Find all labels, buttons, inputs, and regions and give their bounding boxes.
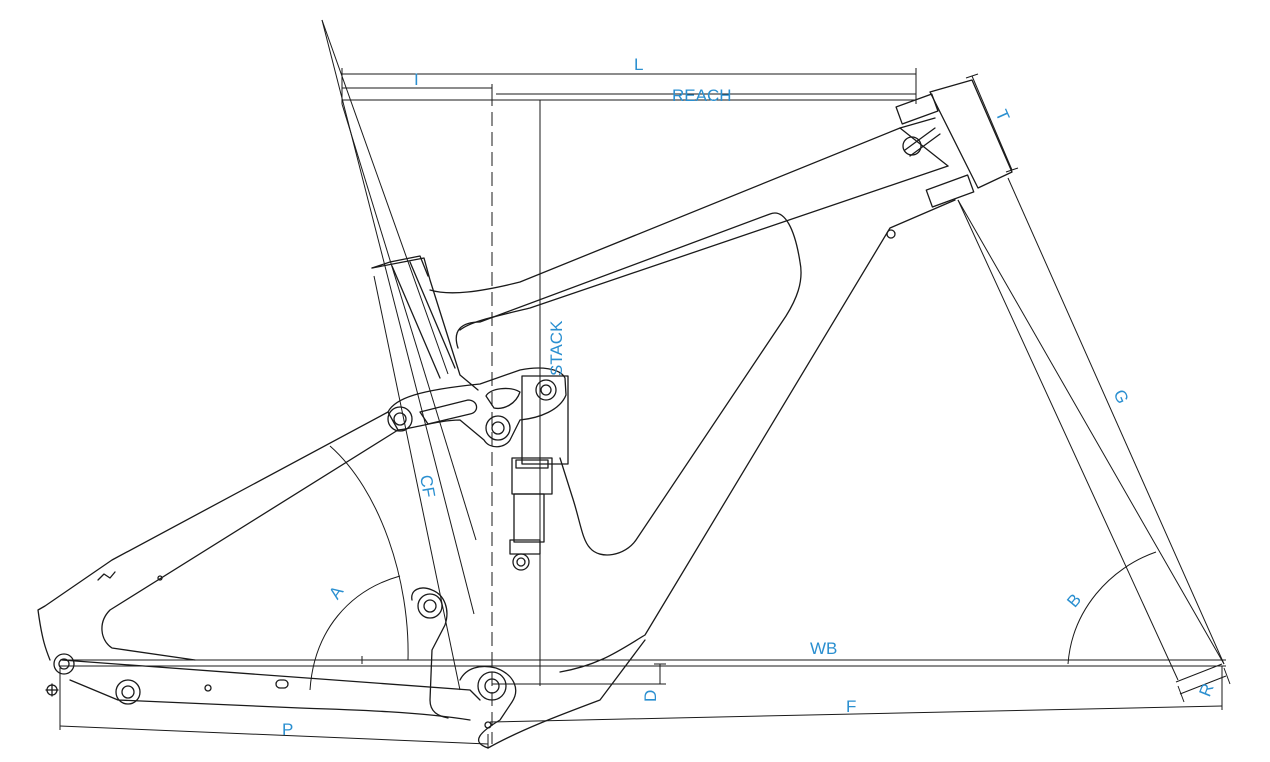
fork-axis xyxy=(957,199,1225,665)
dimension-lines xyxy=(59,19,1231,748)
headset-lower-cup xyxy=(925,174,975,208)
rocker-slot xyxy=(419,399,478,425)
dim-CF xyxy=(373,275,461,691)
rear-axle-inner xyxy=(58,658,70,670)
label-stack: STACK xyxy=(547,320,566,376)
label-F: F xyxy=(846,697,856,716)
label-WB: WB xyxy=(810,639,837,658)
main-pivot-outer xyxy=(417,593,443,619)
angle-A-arc-inner xyxy=(309,575,401,691)
rear-axle-outer xyxy=(53,653,75,675)
top-tube-lower-edge xyxy=(459,165,949,331)
rocker-shock-mount-inner xyxy=(491,421,505,435)
seat-angle-line-2 xyxy=(321,19,449,375)
dim-R-tick-right xyxy=(1223,667,1231,685)
bb-shell-outline xyxy=(459,665,517,749)
head-tube xyxy=(929,79,1013,189)
rocker-window xyxy=(485,387,521,410)
down-tube xyxy=(559,199,956,673)
seat-stay-bridge xyxy=(97,571,116,581)
label-T: T xyxy=(992,107,1014,124)
chain-stay-bolt xyxy=(204,684,212,692)
seat-stay-inner xyxy=(101,429,399,661)
seat-stay-bolt xyxy=(157,575,163,581)
label-B: B xyxy=(1063,590,1085,611)
dim-T-tick-top xyxy=(965,73,979,79)
dim-P xyxy=(59,725,489,745)
shock-lower-eye-outer xyxy=(512,553,530,571)
frame-outline xyxy=(37,79,1013,749)
main-pivot-inner xyxy=(423,599,437,613)
fork-axis-2 xyxy=(957,199,1179,681)
fork-offset-line xyxy=(1175,663,1223,683)
cable-port-line-1 xyxy=(904,127,936,151)
seat-angle-line xyxy=(321,19,475,615)
down-tube-port xyxy=(886,229,896,239)
label-I: I xyxy=(414,70,419,89)
angle-B-arc xyxy=(1067,551,1157,665)
headset-upper-cup xyxy=(895,93,939,125)
shock-lower-eye-inner xyxy=(516,557,526,567)
seat-stay xyxy=(37,411,389,661)
shock-top-eye-inner xyxy=(540,384,552,396)
seat-tube-front xyxy=(391,265,441,379)
bb-port xyxy=(484,721,492,729)
label-CF: CF xyxy=(416,473,439,499)
shock-can-band xyxy=(515,459,549,469)
angle-A-arc-outer xyxy=(329,445,409,661)
shock-shaft xyxy=(513,493,545,543)
shock-body xyxy=(521,375,569,465)
label-A: A xyxy=(325,582,347,603)
seat-tube xyxy=(371,257,479,391)
top-tube xyxy=(429,117,936,294)
dimension-labels: L I REACH T STACK G CF A B WB D F P R xyxy=(282,55,1218,739)
label-R: R xyxy=(1195,681,1217,700)
rocker-link xyxy=(387,367,567,448)
label-D: D xyxy=(641,690,660,702)
rocker-pivot-outer xyxy=(387,406,413,432)
dim-G xyxy=(1007,177,1225,665)
chainstay-pivot-outer xyxy=(115,679,141,705)
chain-stay-slot xyxy=(275,679,289,689)
cable-port-line-2 xyxy=(909,133,941,157)
chain-stay xyxy=(61,659,481,701)
down-tube-upper-edge xyxy=(899,127,949,167)
label-reach: REACH xyxy=(672,86,732,105)
chainstay-pivot-inner xyxy=(121,685,135,699)
seat-tube-mid xyxy=(409,261,456,369)
dim-T xyxy=(971,75,1013,171)
seat-angle-line-3 xyxy=(341,103,477,541)
label-L: L xyxy=(634,55,643,74)
rocker-shock-mount-outer xyxy=(485,415,511,441)
label-P: P xyxy=(282,720,293,739)
shock-top-eye-outer xyxy=(535,379,557,401)
dim-F xyxy=(489,705,1223,723)
dim-T-tick-bottom xyxy=(1005,167,1019,173)
dim-R xyxy=(1179,675,1227,695)
chain-stay-lower xyxy=(69,679,471,721)
dim-R-tick-left xyxy=(1177,685,1185,703)
rocker-pivot-inner xyxy=(393,412,407,426)
seat-collar xyxy=(371,255,429,277)
front-triangle-cutout xyxy=(455,212,802,556)
frame-underside xyxy=(487,639,646,749)
label-G: G xyxy=(1110,387,1133,407)
lower-link xyxy=(411,587,449,719)
